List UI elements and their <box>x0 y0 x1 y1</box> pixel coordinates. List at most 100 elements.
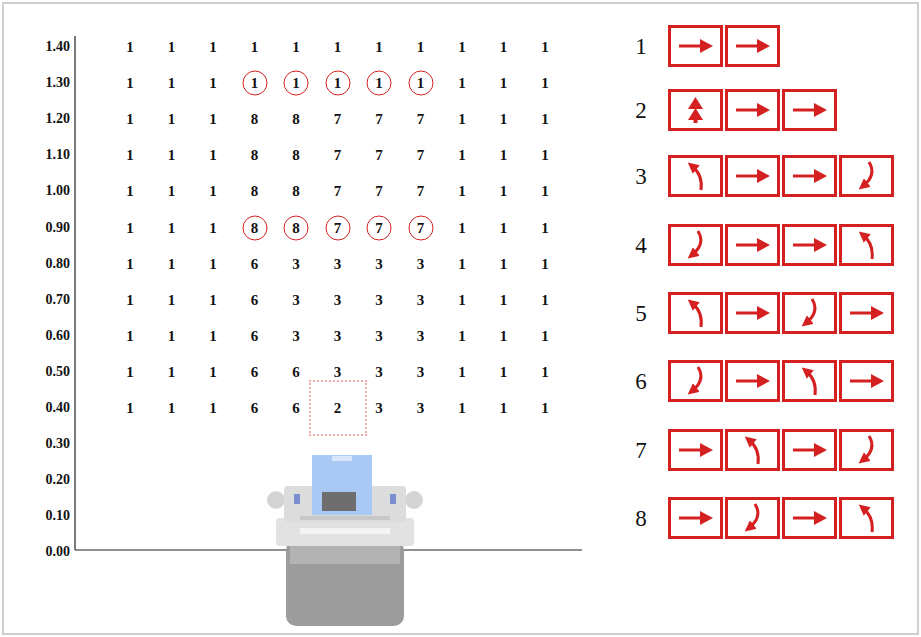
circled-cell: 1 <box>367 71 392 96</box>
cell-value: 1 <box>126 256 134 271</box>
axis-tick-label: 1.30 <box>46 76 71 90</box>
cell-value: 1 <box>500 256 508 271</box>
circled-cell: 8 <box>242 215 267 240</box>
cell-value: 1 <box>500 112 508 127</box>
cell-value: 1 <box>209 112 217 127</box>
circled-cell: 1 <box>242 71 267 96</box>
cell-value: 3 <box>334 256 342 271</box>
cell-value: 3 <box>334 328 342 343</box>
cell-value: 1 <box>209 76 217 91</box>
cell-value: 1 <box>251 40 259 55</box>
cell-value: 1 <box>126 364 134 379</box>
cell-value: 1 <box>541 148 549 163</box>
cell-value: 1 <box>209 184 217 199</box>
cell-value: 1 <box>126 328 134 343</box>
legend-number: 6 <box>635 370 647 393</box>
cell-value: 1 <box>541 40 549 55</box>
cell-value: 7 <box>417 184 425 199</box>
cell-value: 1 <box>168 364 176 379</box>
cell-value: 1 <box>500 76 508 91</box>
axis-tick-label: 0.40 <box>46 401 71 415</box>
cell-value: 8 <box>251 112 259 127</box>
cell-value: 1 <box>209 40 217 55</box>
cell-value: 8 <box>292 184 300 199</box>
cell-value: 3 <box>417 328 425 343</box>
cell-value: 3 <box>292 256 300 271</box>
cell-value: 1 <box>541 76 549 91</box>
cell-value: 1 <box>126 184 134 199</box>
cell-value: 1 <box>541 292 549 307</box>
axis-tick-label: 1.00 <box>46 184 71 198</box>
cell-value: 3 <box>375 292 383 307</box>
cell-value: 1 <box>168 256 176 271</box>
cell-value: 7 <box>334 184 342 199</box>
cell-value: 1 <box>417 40 425 55</box>
cell-value: 1 <box>375 40 383 55</box>
cell-value: 1 <box>500 184 508 199</box>
cell-value: 1 <box>541 328 549 343</box>
cell-value: 3 <box>375 256 383 271</box>
axis-tick-label: 0.60 <box>46 329 71 343</box>
cell-value: 1 <box>500 292 508 307</box>
axis-tick-label: 0.00 <box>46 545 71 559</box>
cell-value: 1 <box>541 256 549 271</box>
cell-value: 1 <box>541 112 549 127</box>
cell-value: 1 <box>375 76 383 91</box>
cell-value: 8 <box>251 148 259 163</box>
highlight-box: 2 <box>309 380 367 436</box>
cell-value: 1 <box>458 328 466 343</box>
cell-value: 1 <box>541 220 549 235</box>
legend-arrow-boxes <box>670 27 893 538</box>
cell-value: 1 <box>126 76 134 91</box>
circled-cell: 7 <box>408 215 433 240</box>
axis-tick-label: 1.20 <box>46 112 71 126</box>
legend-number: 3 <box>635 165 647 188</box>
axis-tick-label: 0.90 <box>46 221 71 235</box>
cell-value: 1 <box>500 328 508 343</box>
cell-value: 8 <box>251 184 259 199</box>
cell-value: 1 <box>209 220 217 235</box>
legend-number: 7 <box>635 439 647 462</box>
axis-tick-label: 0.10 <box>46 509 71 523</box>
cell-value: 1 <box>334 40 342 55</box>
cell-value: 1 <box>458 256 466 271</box>
axis-tick-label: 0.50 <box>46 365 71 379</box>
cell-value: 8 <box>292 220 300 235</box>
cell-value: 1 <box>458 112 466 127</box>
cell-value: 1 <box>126 148 134 163</box>
cell-value: 6 <box>292 364 300 379</box>
cell-value: 1 <box>168 292 176 307</box>
circled-cell: 1 <box>284 71 309 96</box>
cell-value: 1 <box>458 184 466 199</box>
axis-tick-label: 0.30 <box>46 437 71 451</box>
cell-value: 1 <box>126 401 134 416</box>
cell-value: 8 <box>251 220 259 235</box>
cell-value: 6 <box>251 328 259 343</box>
cell-value: 1 <box>168 220 176 235</box>
legend-number: 4 <box>635 234 647 257</box>
cell-value: 1 <box>209 328 217 343</box>
cell-value: 6 <box>251 256 259 271</box>
cell-value: 7 <box>375 184 383 199</box>
cell-value: 8 <box>292 148 300 163</box>
cell-value: 1 <box>458 401 466 416</box>
cell-value: 3 <box>417 401 425 416</box>
cell-value: 1 <box>168 40 176 55</box>
cell-value: 1 <box>541 184 549 199</box>
cell-value: 1 <box>168 148 176 163</box>
cell-value: 1 <box>209 292 217 307</box>
cell-value: 3 <box>334 292 342 307</box>
cell-value: 7 <box>375 148 383 163</box>
cell-value: 1 <box>168 184 176 199</box>
legend-number: 2 <box>635 99 647 122</box>
cell-value: 1 <box>458 364 466 379</box>
cell-value: 7 <box>375 112 383 127</box>
circled-cell: 7 <box>367 215 392 240</box>
cell-value: 1 <box>126 220 134 235</box>
cell-value: 1 <box>126 292 134 307</box>
cell-value: 3 <box>334 364 342 379</box>
cell-value: 1 <box>458 76 466 91</box>
cell-value: 3 <box>417 292 425 307</box>
